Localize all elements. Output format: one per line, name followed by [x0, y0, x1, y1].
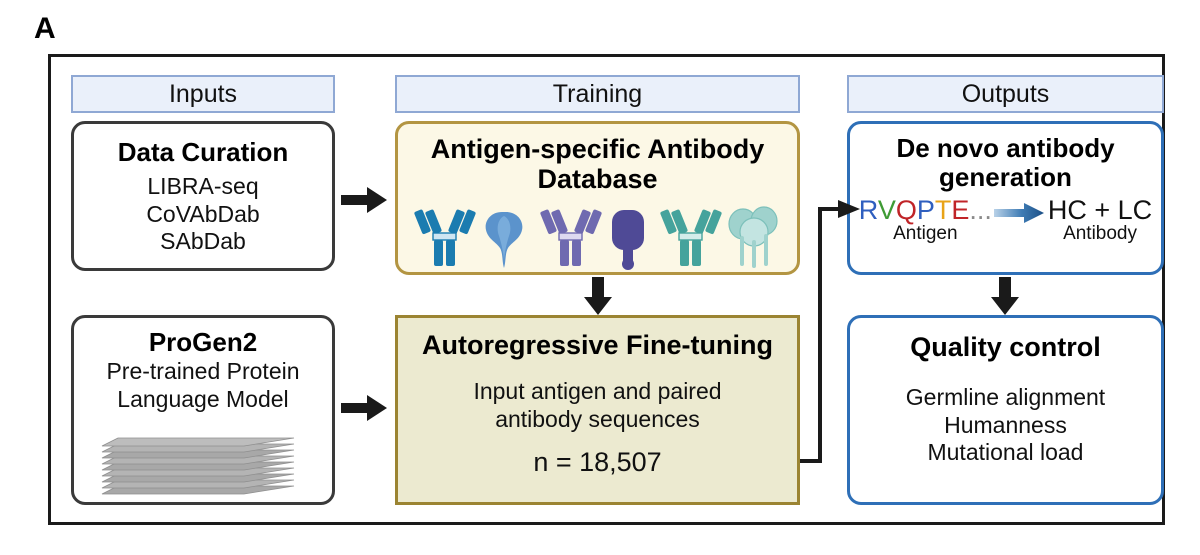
- box-progen2: ProGen2 Pre-trained Protein Language Mod…: [71, 315, 335, 505]
- arrow-de-novo-to-quality-control: [991, 277, 1019, 315]
- column-header-outputs-label: Outputs: [961, 79, 1050, 108]
- list-item: Pre-trained Protein: [106, 358, 300, 385]
- y-antibody-icon: [414, 209, 476, 266]
- list-item: CoVAbDab: [146, 200, 260, 227]
- residue-P: P: [916, 195, 935, 226]
- column-header-outputs: Outputs: [847, 75, 1164, 113]
- box-antibody-database-title: Antigen-specific Antibody Database: [430, 134, 765, 195]
- arrow-database-to-finetuning: [584, 277, 612, 315]
- box-finetuning-title: Autoregressive Fine-tuning: [421, 330, 774, 360]
- antibody-product-caption: Antibody: [1063, 222, 1138, 244]
- box-antibody-database: Antigen-specific Antibody Database: [395, 121, 800, 275]
- list-item: Mutational load: [927, 439, 1084, 466]
- list-item: Input antigen and paired: [473, 378, 722, 405]
- antibody-product-label: HC + LC: [1047, 195, 1153, 226]
- arrow-progen2-to-finetuning: [341, 395, 387, 421]
- list-item: antibody sequences: [495, 405, 700, 432]
- box-de-novo-generation: De novo antibody generation RVQPTE... An…: [847, 121, 1164, 275]
- trimer-protein-icon: [728, 206, 778, 268]
- box-finetuning-lines: Input antigen and paired antibody sequen…: [473, 378, 721, 433]
- box-progen2-lines: Pre-trained Protein Language Model: [106, 358, 299, 413]
- stacked-paper-sheets-icon: [101, 437, 295, 495]
- connector-finetuning-to-de-novo: [800, 200, 860, 463]
- residue-ellipsis: ...: [969, 195, 992, 226]
- antigen-caption: Antigen: [893, 222, 958, 244]
- arrow-inputs-to-training: [341, 187, 387, 213]
- blob-protein-icon: [485, 212, 523, 268]
- box-data-curation-lines: LIBRA-seq CoVAbDab SAbDab: [146, 173, 259, 256]
- sequence-row: RVQPTE... Antigen HC + LC Antibody: [850, 196, 1161, 244]
- y-antibody-icon: [660, 209, 722, 266]
- box-quality-control-lines: Germline alignment Humanness Mutational …: [906, 384, 1105, 467]
- list-item: LIBRA-seq: [147, 173, 259, 200]
- column-header-training: Training: [395, 75, 800, 113]
- panel-letter: A: [34, 12, 56, 45]
- box-quality-control: Quality control Germline alignment Human…: [847, 315, 1164, 505]
- paddle-protein-icon: [612, 210, 644, 270]
- residue-T: T: [934, 195, 952, 226]
- residue-Q: Q: [895, 195, 917, 226]
- column-header-inputs-label: Inputs: [168, 79, 238, 108]
- box-data-curation: Data Curation LIBRA-seq CoVAbDab SAbDab: [71, 121, 335, 271]
- antibody-icons-group: [414, 206, 778, 270]
- y-antibody-icon: [540, 209, 602, 266]
- list-item: SAbDab: [160, 228, 246, 255]
- box-data-curation-title: Data Curation: [117, 137, 289, 167]
- figure-frame: Inputs Training Outputs Data Curation LI…: [48, 54, 1165, 525]
- column-header-inputs: Inputs: [71, 75, 335, 113]
- gradient-arrow-icon: [993, 203, 1044, 224]
- list-item: Humanness: [944, 411, 1067, 438]
- box-quality-control-title: Quality control: [910, 332, 1101, 362]
- residue-E: E: [951, 195, 970, 226]
- column-header-training-label: Training: [552, 79, 643, 108]
- antigen-sequence: RVQPTE...: [859, 196, 992, 224]
- box-finetuning: Autoregressive Fine-tuning Input antigen…: [395, 315, 800, 505]
- residue-V: V: [877, 195, 896, 226]
- box-progen2-title: ProGen2: [148, 327, 258, 357]
- list-item: Germline alignment: [905, 384, 1106, 411]
- box-finetuning-count: n = 18,507: [533, 447, 662, 478]
- antibody-product-group: HC + LC Antibody: [1048, 196, 1152, 244]
- box-de-novo-generation-title: De novo antibody generation: [896, 133, 1115, 193]
- antigen-group: RVQPTE... Antigen: [859, 196, 992, 244]
- list-item: Language Model: [117, 385, 289, 412]
- residue-R: R: [858, 195, 878, 226]
